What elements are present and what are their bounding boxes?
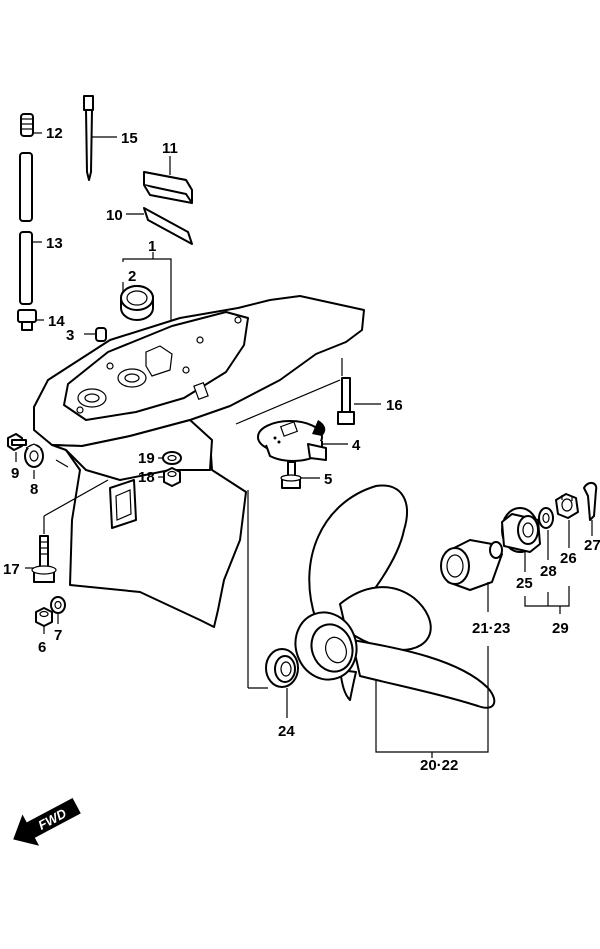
part-24-thrust-washer xyxy=(265,648,299,688)
part-4-anode xyxy=(257,420,327,462)
part-13-shift-rod xyxy=(19,152,33,305)
callout-20-22: 20·22 xyxy=(420,757,458,774)
callout-25: 25 xyxy=(516,575,533,592)
part-19-washer xyxy=(162,451,182,465)
callout-8: 8 xyxy=(30,481,38,498)
callout-28: 28 xyxy=(540,563,557,580)
callout-24: 24 xyxy=(278,723,295,740)
part-5-bolt xyxy=(280,461,302,489)
gear-case-housing xyxy=(33,295,365,628)
part-9-bolt xyxy=(7,433,27,451)
callout-18: 18 xyxy=(138,469,155,486)
part-27-cotter-pin xyxy=(583,482,598,521)
callout-19: 19 xyxy=(138,450,155,467)
part-21-bushing xyxy=(440,539,503,591)
part-3-dowel-pin xyxy=(95,327,107,342)
part-8-spacer xyxy=(24,443,44,468)
callout-16: 16 xyxy=(386,397,403,414)
part-16-bolt xyxy=(337,377,355,425)
part-25-spacer xyxy=(501,507,541,553)
part-14-connector xyxy=(17,309,37,331)
callout-2: 2 xyxy=(128,268,136,285)
callout-12: 12 xyxy=(46,125,63,142)
callout-17: 17 xyxy=(3,561,20,578)
part-7-washer xyxy=(50,596,66,614)
part-28-washer xyxy=(538,507,554,529)
callout-1: 1 xyxy=(148,238,156,255)
fwd-arrow-icon: FWD xyxy=(13,797,81,846)
callout-13: 13 xyxy=(46,235,63,252)
callout-5: 5 xyxy=(324,471,332,488)
callout-29: 29 xyxy=(552,620,569,637)
callout-10: 10 xyxy=(106,207,123,224)
callout-4: 4 xyxy=(352,437,361,454)
callout-15: 15 xyxy=(121,130,138,147)
part-26-castle-nut xyxy=(555,493,579,519)
callout-11: 11 xyxy=(162,140,178,157)
part-18-nut xyxy=(163,467,181,487)
callout-9: 9 xyxy=(11,465,19,482)
part-10-plate xyxy=(143,207,193,245)
part-2-bearing xyxy=(120,285,154,321)
part-6-nut xyxy=(35,607,53,627)
part-15-cable-tie xyxy=(83,95,94,181)
callout-14: 14 xyxy=(48,313,65,330)
callout-7: 7 xyxy=(54,627,62,644)
part-17-bolt xyxy=(31,535,57,583)
callout-26: 26 xyxy=(560,550,577,567)
part-11-block xyxy=(143,171,193,204)
callout-27: 27 xyxy=(584,537,600,554)
propeller xyxy=(294,484,496,709)
callout-3: 3 xyxy=(66,327,74,344)
part-12-rod-end xyxy=(20,113,34,137)
callout-6: 6 xyxy=(38,639,46,656)
callout-21-23: 21·23 xyxy=(472,620,510,637)
